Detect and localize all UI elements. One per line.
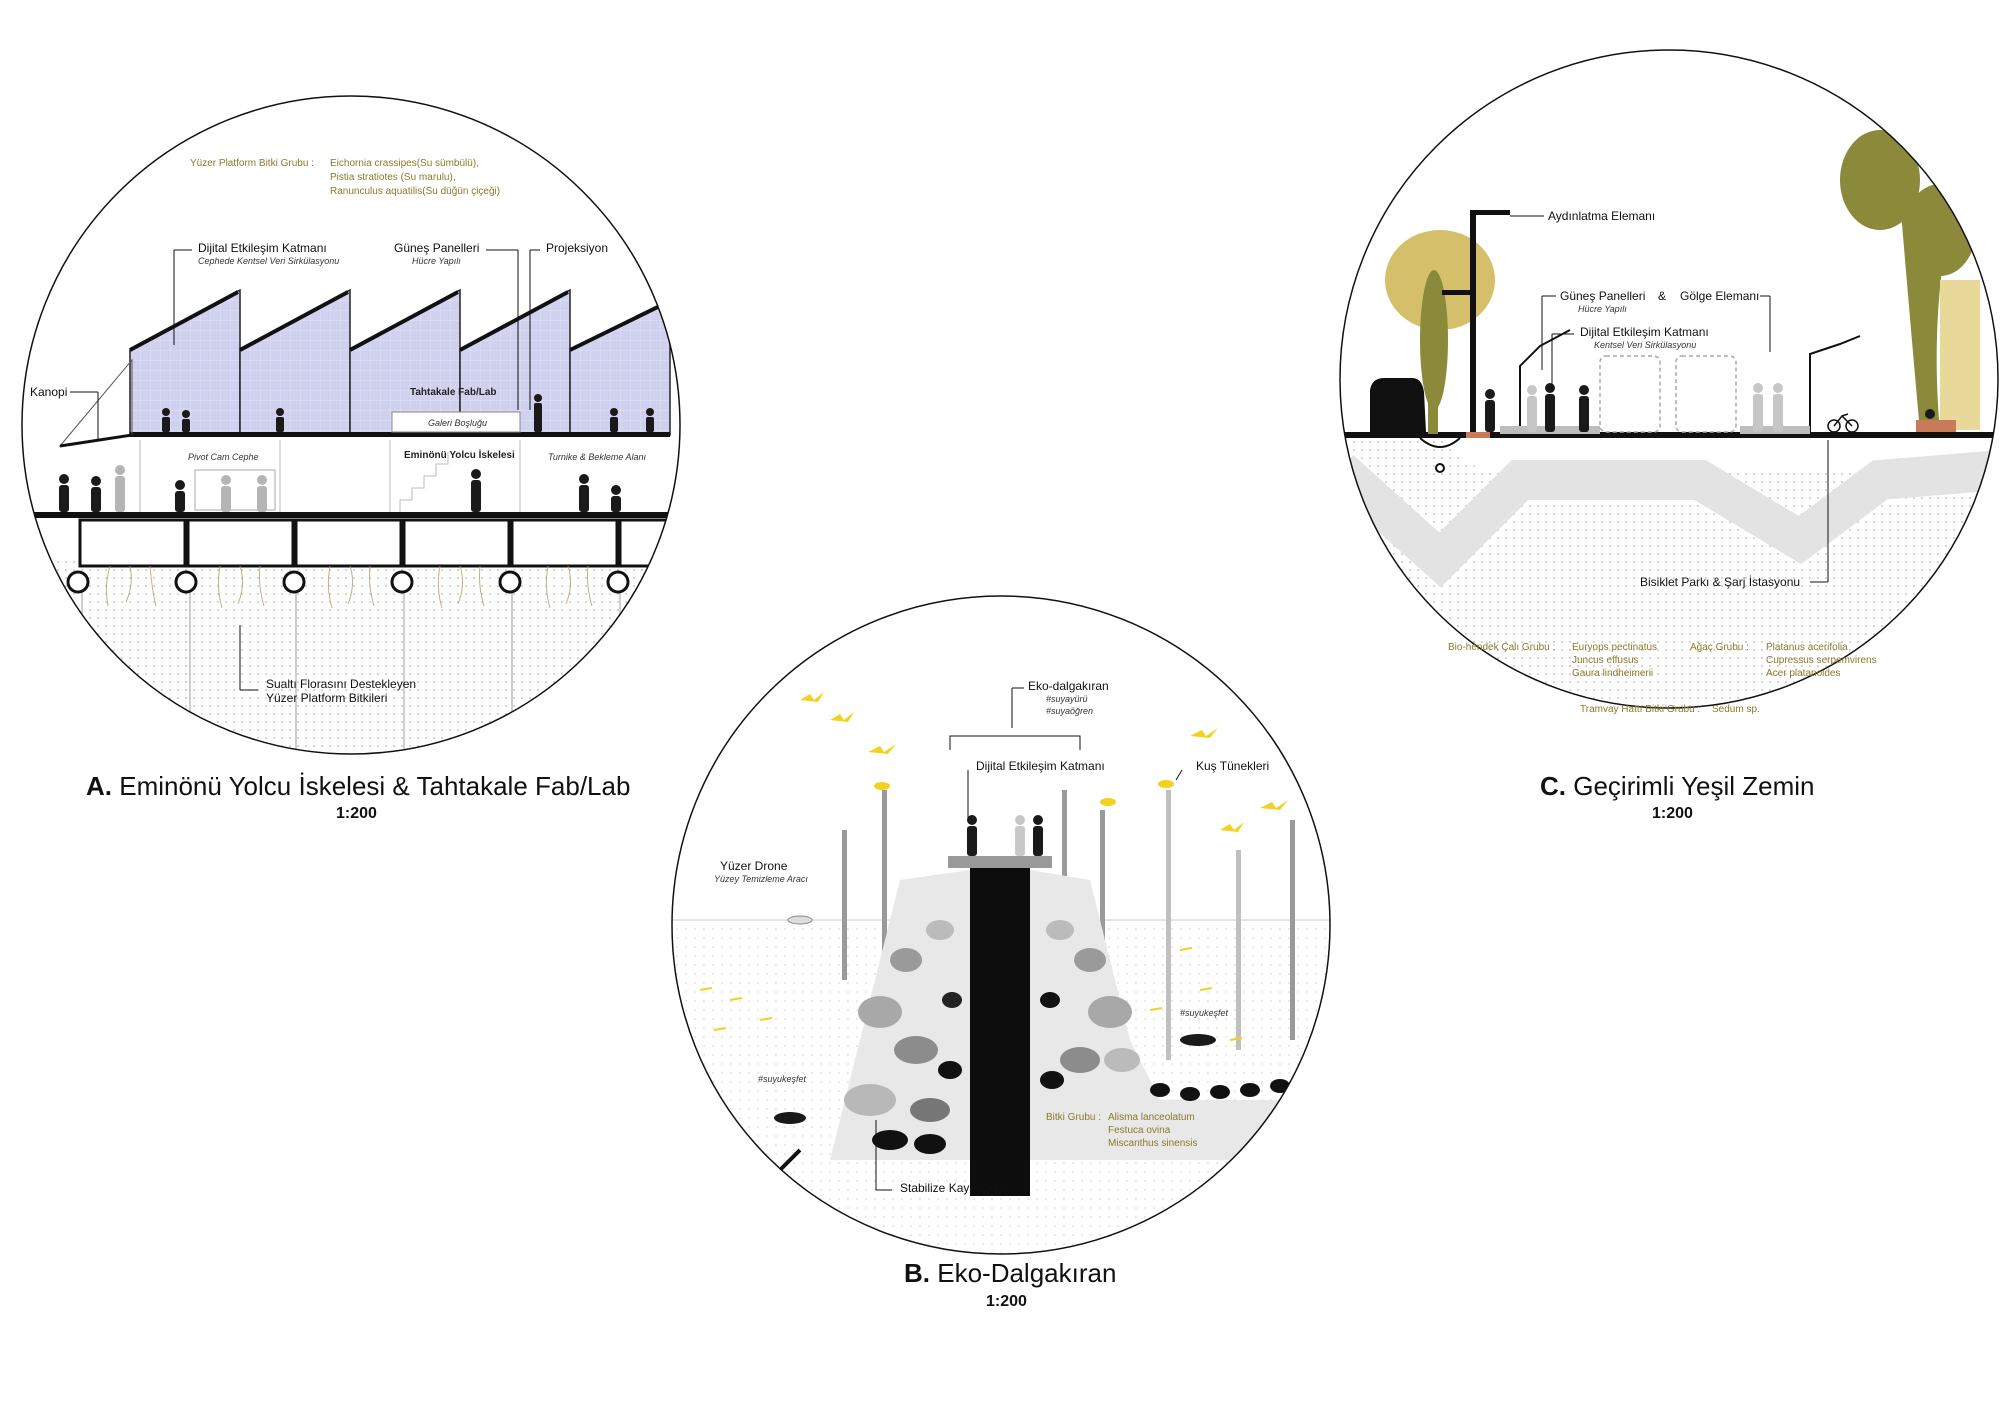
b-plant-group-label: Bitki Grubu : — [1046, 1112, 1101, 1123]
a-underwater-1: Sualtı Florasını Destekleyen — [266, 677, 416, 691]
b-title: B. Eko-Dalgakıran — [904, 1258, 1116, 1288]
a-plant-group-label: Yüzer Platform Bitki Grubu : — [190, 158, 314, 169]
a-scale: 1:200 — [336, 805, 377, 822]
c-digital-layer: Dijital Etkileşim Katmanı — [1580, 325, 1709, 339]
viewing-platform — [948, 856, 1052, 868]
floats — [66, 570, 630, 594]
pontoons — [78, 518, 680, 568]
c-solar-sub: Hücre Yapılı — [1578, 304, 1627, 314]
car — [1370, 378, 1426, 432]
a-plant-species-3: Ranunculus aquatilis(Su düğün çiçeği) — [330, 186, 500, 197]
b-scale: 1:200 — [986, 1293, 1027, 1310]
c-shade: Gölge Elemanı — [1680, 289, 1759, 303]
deck — [22, 512, 680, 518]
water-area — [22, 560, 680, 754]
c-bio-species-2: Juncus effusus — [1572, 655, 1639, 666]
c-bike: Bisiklet Parkı & Şarj İstasyonu — [1640, 575, 1800, 589]
b-plant-species-3: Miscanthus sinensis — [1108, 1138, 1197, 1149]
panel-b-frame — [671, 595, 1331, 1255]
label-pier: Eminönü Yolcu İskelesi — [404, 448, 515, 461]
breakwater-core — [970, 866, 1030, 1196]
a-projection: Projeksiyon — [546, 241, 608, 255]
b-plant-species-1: Alisma lanceolatum — [1108, 1112, 1195, 1123]
c-bio-label: Bio-hendek Çalı Grubu : — [1448, 642, 1555, 653]
a-underwater-2: Yüzer Platform Bitkileri — [266, 691, 387, 705]
c-tree-label: Ağaç Grubu : — [1690, 642, 1749, 653]
a-solar-sub: Hücre Yapılı — [412, 256, 461, 266]
roots — [105, 565, 593, 609]
c-digital-sub: Kentsel Veri Sirkülasyonu — [1594, 340, 1696, 350]
c-amp: & — [1658, 289, 1666, 303]
c-title: C. Geçirimli Yeşil Zemin — [1540, 771, 1815, 801]
label-pivot: Pivot Cam Cephe — [188, 452, 259, 462]
b-rock-cover: Stabilize Kaya Örtüsü — [900, 1181, 1015, 1195]
panel-c-frame — [1339, 49, 1999, 709]
a-plant-species-1: Eichornia crassipes(Su sümbülü), — [330, 158, 479, 169]
people — [59, 394, 654, 512]
b-eco-breakwater: Eko-dalgakıran — [1028, 679, 1109, 693]
c-tram-label: Tramvay Hattı Bitki Grubu : — [1580, 704, 1700, 715]
lamp-post — [1470, 210, 1476, 434]
panel-a-frame — [21, 95, 681, 755]
c-tram-species: Sedum sp. — [1712, 704, 1760, 715]
a-digital-layer: Dijital Etkileşim Katmanı — [198, 241, 327, 255]
c-tree-species-3: Acer platanoides — [1766, 668, 1841, 679]
panel-c: Aydınlatma Elemanı Güneş Panelleri & Göl… — [1339, 49, 1999, 822]
c-tree-species-1: Platanus acerifolia — [1766, 642, 1848, 653]
birds — [800, 692, 1288, 832]
rock-piles — [830, 870, 1300, 1160]
a-digital-layer-sub: Cephede Kentsel Veri Sirkülasyonu — [198, 256, 339, 266]
tram-shelters — [1519, 329, 1861, 432]
tram — [1599, 355, 1737, 433]
b-bird-tunnels: Kuş Tünekleri — [1196, 759, 1269, 773]
c-lighting: Aydınlatma Elemanı — [1548, 209, 1655, 223]
c-tree-species-2: Cupressus serpemvirens — [1766, 655, 1877, 666]
drone — [787, 915, 813, 925]
c-scale: 1:200 — [1652, 805, 1693, 822]
b-digital-layer: Dijital Etkileşim Katmanı — [976, 759, 1105, 773]
b-plant-species-2: Festuca ovina — [1108, 1125, 1171, 1136]
tree-right — [1840, 130, 1980, 432]
panel-b: Eko-dalgakıran #suyayürü #suyaöğren Diji… — [671, 595, 1331, 1310]
bike — [1827, 413, 1859, 433]
a-canopy: Kanopi — [30, 385, 67, 399]
b-tag-1: #suyayürü — [1046, 694, 1088, 704]
b-drone-sub: Yüzey Temizleme Aracı — [714, 874, 808, 884]
panel-a: Tahtakale Fab/Lab Galeri Boşluğu Pivot C… — [21, 95, 681, 822]
c-bio-species-3: Gaura lindheimerii — [1572, 668, 1653, 679]
c-solar-panels: Güneş Panelleri — [1560, 289, 1645, 303]
a-title: A. Eminönü Yolcu İskelesi & Tahtakale Fa… — [86, 771, 630, 801]
b-tag-2: #suyaöğren — [1046, 706, 1093, 716]
b-explore-tag-2: #suyukeşfet — [1180, 1008, 1229, 1018]
c-bio-species-1: Euryops pectinatus — [1572, 642, 1657, 653]
a-plant-species-2: Pistia stratiotes (Su marulu), — [330, 172, 456, 183]
b-drone: Yüzer Drone — [720, 859, 788, 873]
tree-left — [1385, 230, 1495, 434]
label-fablab: Tahtakale Fab/Lab — [410, 387, 497, 398]
label-gallery: Galeri Boşluğu — [428, 418, 487, 428]
a-solar-panels: Güneş Panelleri — [394, 241, 479, 255]
label-turnstile: Turnike & Bekleme Alanı — [548, 452, 647, 462]
b-explore-tag-1: #suyukeşfet — [758, 1074, 807, 1084]
